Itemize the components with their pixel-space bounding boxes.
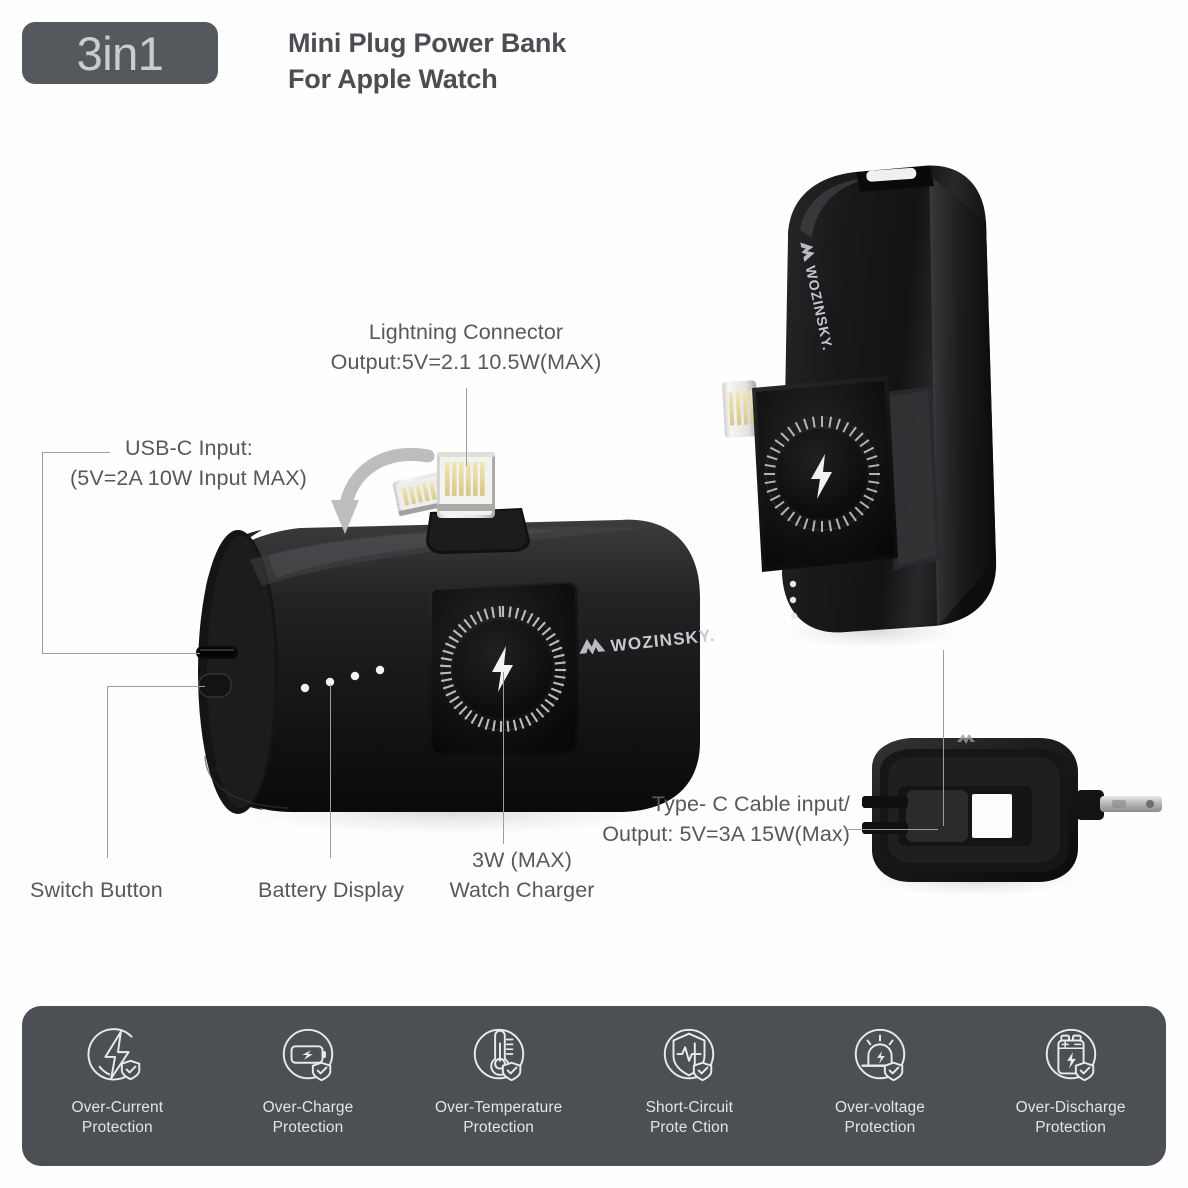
over-voltage-icon [854, 1028, 906, 1082]
page-title-line1: Mini Plug Power Bank [288, 28, 567, 58]
protection-item: Short-Circuit Prote Ction [604, 1024, 774, 1139]
leader-switch-vertical [107, 686, 108, 858]
annotation-typec-line1: Type- C Cable input/ [652, 792, 850, 816]
leader-battery-display [330, 684, 331, 858]
annotation-lightning-line2: Output:5V=2.1 10.5W(MAX) [330, 349, 602, 374]
protection-item: Over-Discharge Protection [986, 1024, 1156, 1139]
protection-label-line2: Protection [272, 1119, 344, 1137]
upright-lightning-connector [722, 380, 759, 438]
upright-wozinsky-logo: WOZINSKY. [800, 242, 837, 352]
annotation-usbc-input: USB-C Input: (5V=2A 10W Input MAX) [70, 434, 400, 493]
protection-label: Short-Circuit Prote Ction [646, 1098, 733, 1139]
protection-label-line1: Over-Current [71, 1099, 164, 1116]
page-title: Mini Plug Power Bank For Apple Watch [288, 26, 566, 97]
page-title-line2: For Apple Watch [288, 63, 498, 94]
annotation-switch-button: Switch Button [30, 878, 163, 902]
main-power-bank-body: WOZINSKY. [196, 519, 717, 814]
annotation-watch-charger-line2: Watch Charger [449, 877, 595, 902]
annotation-typec: Type- C Cable input/ Output: 5V=3A 15W(M… [540, 790, 850, 849]
protection-label: Over-Current Protection [72, 1098, 164, 1139]
end-view-plug [1076, 790, 1162, 820]
upright-battery-leds [789, 580, 798, 620]
annotation-battery-display: Battery Display [258, 878, 405, 902]
annotation-watch-charger: 3W (MAX) Watch Charger [432, 846, 612, 905]
protection-label-line1: Over-Discharge [1015, 1099, 1126, 1116]
variant-badge-label: 3in1 [76, 26, 164, 80]
leader-typec-horizontal [848, 829, 938, 830]
protection-features-panel: Over-Current Protection Over-Charge Prot… [22, 1006, 1166, 1166]
over-discharge-icon [1045, 1028, 1096, 1082]
protection-label: Over-voltage Protection [835, 1098, 925, 1139]
protection-item: Over-voltage Protection [795, 1024, 965, 1139]
over-temperature-icon [473, 1028, 524, 1082]
protection-label-line2: Protection [463, 1119, 535, 1137]
protection-label: Over-Temperature Protection [435, 1098, 562, 1139]
protection-label-line1: Over-voltage [834, 1099, 925, 1116]
leader-watch-charger [503, 672, 504, 844]
upright-power-bank-body: WOZINSKY. [722, 165, 997, 633]
over-current-icon [87, 1028, 141, 1081]
upright-watch-charger-pad [752, 376, 898, 572]
svg-text:WOZINSKY.: WOZINSKY. [803, 264, 837, 352]
leader-upright-to-endview [943, 650, 944, 826]
lightning-connector-folded [392, 469, 464, 516]
short-circuit-icon [664, 1028, 715, 1082]
over-charge-icon [282, 1028, 334, 1082]
variant-badge: 3in1 [22, 22, 218, 84]
protection-label-line2: Prote Ction [649, 1119, 729, 1137]
leader-lightning [466, 388, 467, 466]
battery-display-leds [300, 665, 385, 693]
leader-usbc-top [42, 452, 110, 453]
protection-item: Over-Current Protection [32, 1024, 202, 1139]
protection-label-line2: Protection [844, 1119, 916, 1137]
upright-top-port [856, 166, 934, 192]
annotation-lightning-connector: Lightning Connector Output:5V=2.1 10.5W(… [326, 318, 606, 377]
svg-text:WOZINSKY.: WOZINSKY. [610, 626, 717, 656]
protection-label: Over-Charge Protection [263, 1098, 354, 1139]
protection-label-line1: Short-Circuit [645, 1099, 734, 1116]
protection-item: Over-Charge Protection [223, 1024, 393, 1139]
end-view-power-bank [862, 734, 1162, 882]
header: 3in1 Mini Plug Power Bank For Apple Watc… [0, 0, 1188, 120]
leader-switch-horizontal [107, 686, 205, 687]
leader-usbc-vertical [42, 452, 43, 654]
usb-c-port [196, 646, 238, 659]
protection-label: Over-Discharge Protection [1016, 1098, 1126, 1139]
annotation-usbc-line1: USB-C Input: [125, 436, 253, 460]
leader-usbc-to-port [42, 653, 200, 654]
protection-label-line1: Over-Temperature [434, 1099, 563, 1116]
protection-item: Over-Temperature Protection [414, 1024, 584, 1139]
annotation-usbc-line2: (5V=2A 10W Input MAX) [70, 465, 307, 490]
annotation-lightning-line1: Lightning Connector [368, 320, 564, 344]
wozinsky-logo: WOZINSKY. [579, 626, 717, 656]
protection-label-line2: Protection [81, 1119, 153, 1137]
annotation-watch-charger-line1: 3W (MAX) [472, 848, 572, 872]
protection-label-line1: Over-Charge [262, 1099, 354, 1116]
annotation-typec-line2: Output: 5V=3A 15W(Max) [602, 821, 850, 846]
protection-label-line2: Protection [1035, 1119, 1106, 1137]
